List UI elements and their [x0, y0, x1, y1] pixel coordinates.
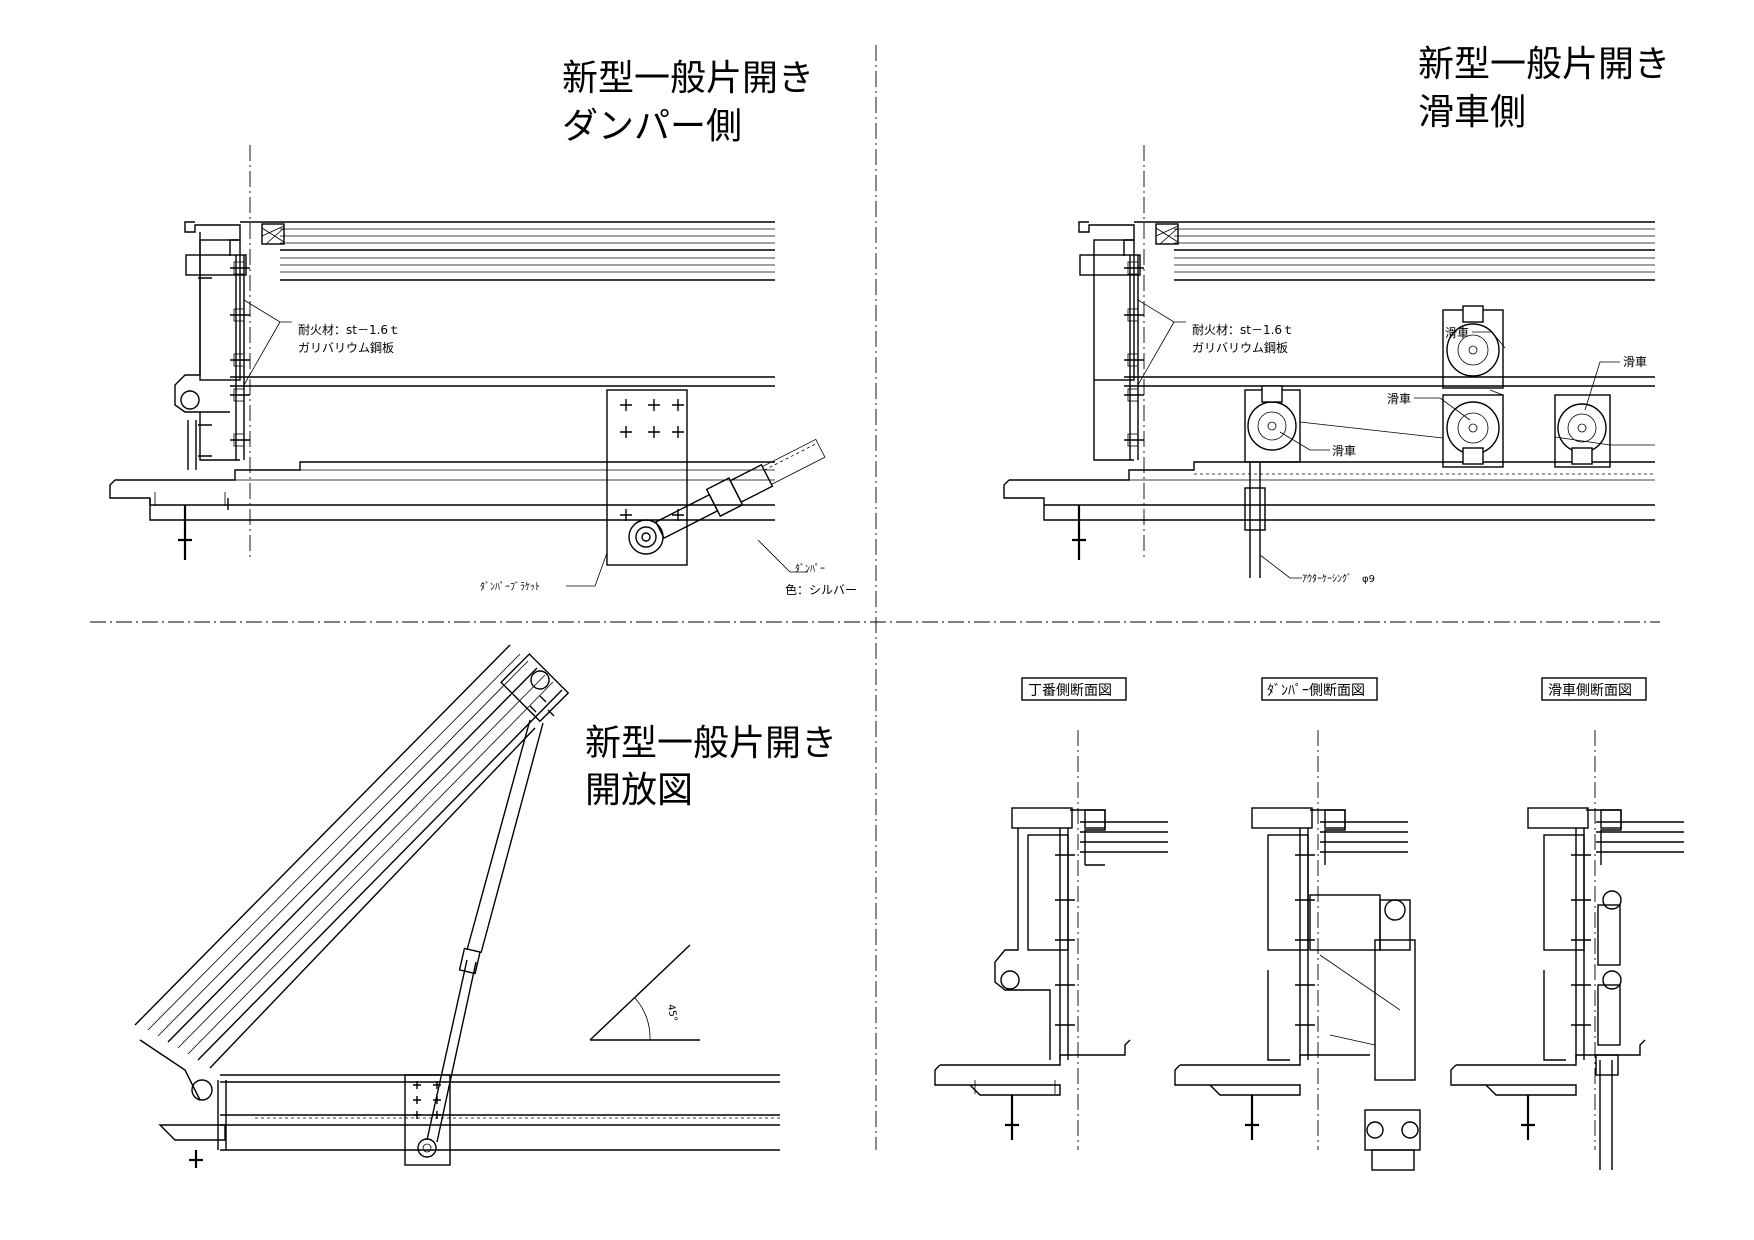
damper-side-fire-material-label-2: ガリバリウム鋼板 [298, 341, 394, 355]
pulley-side-title-line2: 滑車側 [1418, 92, 1526, 133]
damper-bracket-label: ﾀﾞﾝﾊﾟｰﾌﾞﾗｹｯﾄ [480, 581, 540, 593]
damper-side-annotations: 耐火材：st－1.6ｔ ガリバリウム鋼板 ﾀﾞﾝﾊﾟｰﾌﾞﾗｹｯﾄ ﾀﾞﾝﾊﾟｰ… [243, 299, 857, 597]
open-view-damper-strut [426, 719, 544, 1143]
angle-label: 45° [665, 1003, 679, 1022]
damper-section-title: ﾀﾞﾝﾊﾟｰ側断面図 [1267, 683, 1365, 699]
section-titles: 丁番側断面図 ﾀﾞﾝﾊﾟｰ側断面図 滑車側断面図 [1021, 677, 1647, 701]
pulley-side-panel: 新型一般片開き 滑車側 [1003, 44, 1670, 585]
pulley-label-2: 滑車 [1387, 392, 1411, 406]
open-view-frame [158, 1074, 780, 1168]
pulley-side-sill [1003, 461, 1655, 560]
damper-side-panel: 新型一般片開き ダンパー側 [109, 58, 857, 597]
hinge-section [934, 730, 1168, 1150]
pulley-side-fire-material-label-2: ガリバリウム鋼板 [1192, 341, 1288, 355]
sill-profile [109, 461, 775, 560]
pulley-section-title: 滑車側断面図 [1548, 682, 1632, 699]
damper-color-label: 色：シルバー [785, 583, 857, 597]
open-view-title-line1: 新型一般片開き [585, 723, 837, 764]
pulley-annotations: 滑車 滑車 滑車 滑車 ｱｳﾀｰｹｰｼﾝｸﾞ φ9 耐火材：st－1.6ｔ ガリ… [1137, 299, 1647, 585]
glass-panel-layers [230, 221, 775, 387]
pulley-assemblies [1244, 305, 1655, 578]
damper-side-fire-material-label-1: 耐火材：st－1.6ｔ [298, 323, 400, 337]
pulley-side-title-line1: 新型一般片開き [1418, 44, 1670, 85]
pulley-section [1450, 730, 1684, 1170]
damper-side-title-line2: ダンパー側 [562, 106, 742, 147]
angle-indicator: 45° [589, 944, 700, 1041]
pulley-side-fire-material-label-1: 耐火材：st－1.6ｔ [1192, 323, 1294, 337]
pulley-side-frame [1078, 221, 1144, 461]
damper-side-title-line1: 新型一般片開き [562, 58, 814, 99]
pulley-label-1: 滑車 [1445, 326, 1469, 340]
pulley-label-4: 滑車 [1332, 444, 1356, 458]
open-view-damper-bracket [404, 1074, 451, 1166]
damper-section [1174, 730, 1421, 1171]
pulley-side-glass-layers [1124, 221, 1655, 387]
bolt-markers [198, 261, 250, 457]
hinge-section-title: 丁番側断面図 [1028, 683, 1112, 699]
pulley-label-3: 滑車 [1623, 355, 1647, 369]
open-view-title-line2: 開放図 [585, 770, 693, 811]
damper-bracket [606, 389, 688, 566]
damper-cylinder [654, 438, 826, 539]
open-view-panel: 新型一般片開き 開放図 [134, 644, 837, 1168]
damper-label: ﾀﾞﾝﾊﾟｰ [795, 563, 825, 575]
opened-door-leaf [134, 644, 570, 1101]
outer-casing-label: ｱｳﾀｰｹｰｼﾝｸﾞ φ9 [1302, 573, 1375, 585]
sections-panel: 丁番側断面図 ﾀﾞﾝﾊﾟｰ側断面図 滑車側断面図 [934, 677, 1684, 1171]
panel-dividers [90, 45, 1660, 1150]
frame-profile [174, 221, 250, 470]
